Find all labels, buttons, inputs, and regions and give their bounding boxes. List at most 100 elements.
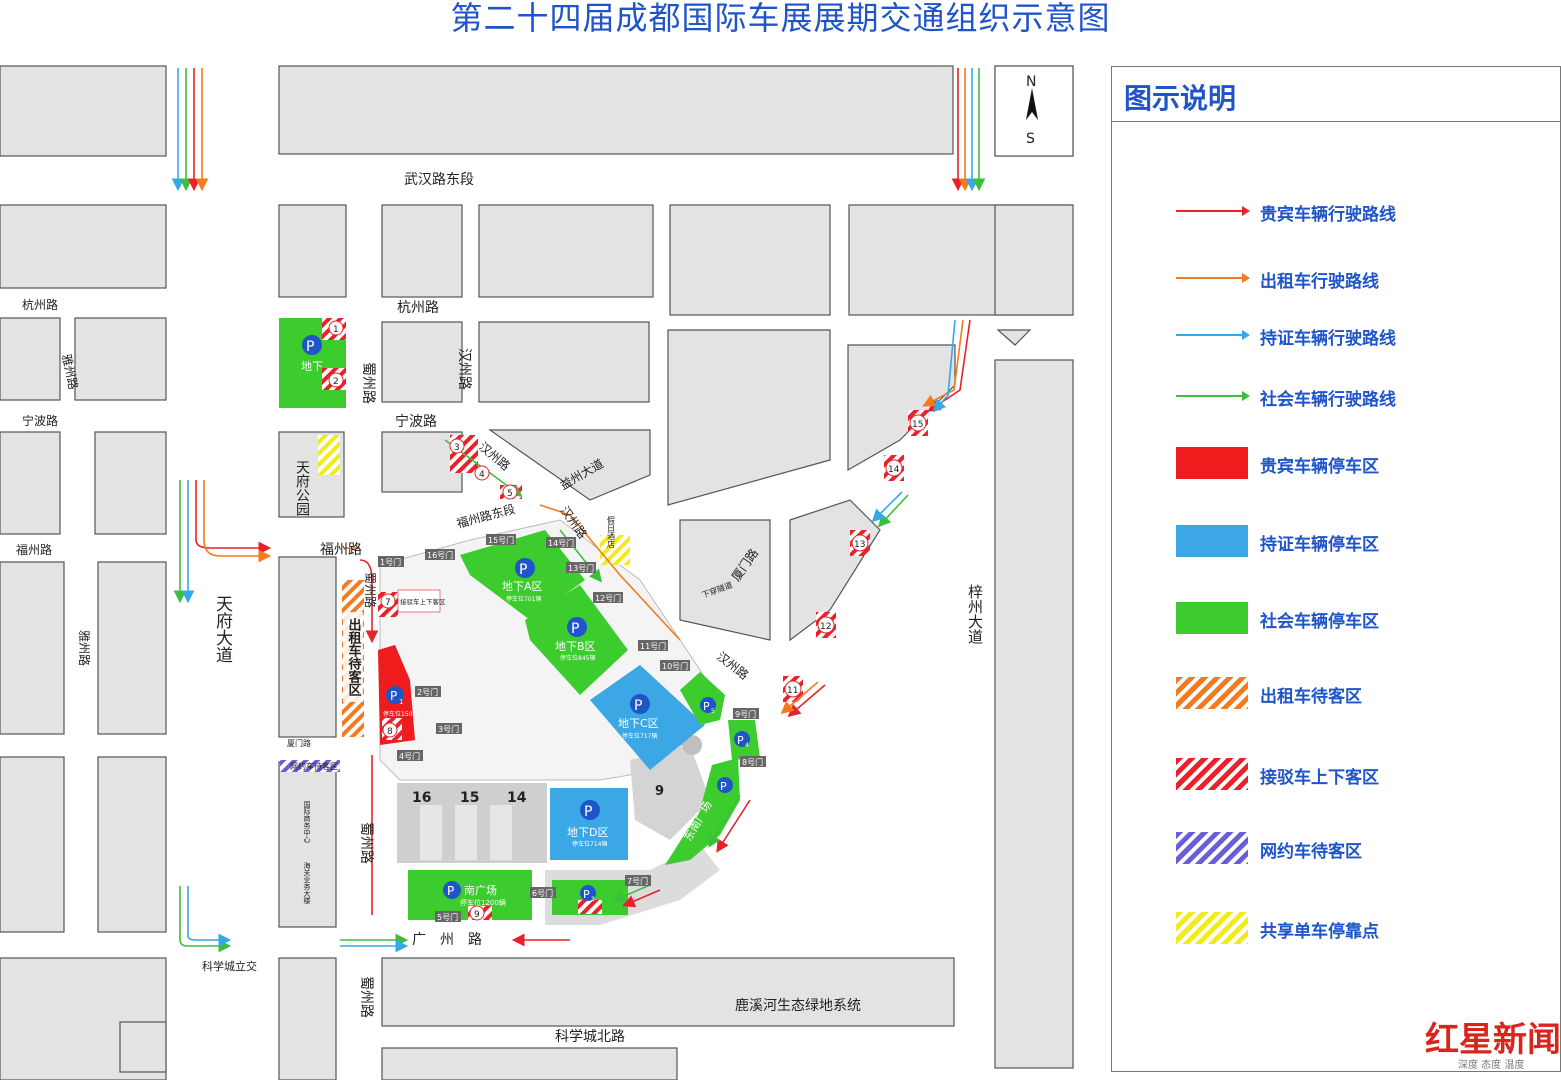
parking-p5 [680, 672, 725, 725]
svg-text:11: 11 [787, 686, 798, 696]
legend-panel: 图示说明 贵宾车辆行驶路线出租车行驶路线持证车辆行驶路线社会车辆行驶路线贵宾车辆… [1111, 66, 1561, 1072]
parking-south-p: P [447, 884, 454, 898]
svg-text:7: 7 [385, 598, 391, 608]
watermark-logo: 红星新闻 [1425, 1020, 1561, 1060]
svg-text:15: 15 [912, 420, 923, 430]
svg-text:4: 4 [479, 470, 485, 480]
shuttle-stop-2: 2 [328, 372, 344, 388]
svg-text:10号门: 10号门 [662, 661, 688, 671]
legend-hatch-swatch [1176, 912, 1248, 944]
road-xiamen-w: 厦门路 [287, 738, 311, 748]
shuttle-stop-1: 1 [328, 320, 344, 336]
legend-line-icon [1176, 273, 1250, 283]
road-shuzhou-4: 蜀州路 [358, 976, 374, 1018]
svg-text:1: 1 [333, 325, 339, 335]
road-yazhou-1: 雅州路 [59, 353, 81, 391]
gate-16: 16号门 [425, 549, 455, 560]
gate-labels: 1号门 2号门 3号门 4号门 5号门 6号门 7号门 8号门 9号门 10号门… [378, 534, 766, 922]
parking-south-name: 南广场 [464, 883, 497, 897]
parking-d-p: P [584, 804, 592, 820]
tianfu-park: 天府公园 [294, 460, 310, 516]
legend-item: 共享单车停靠点 [1176, 912, 1536, 944]
ridehail-zone-label: 网约车待客区 [290, 761, 338, 771]
parking-south-cap: 停车位1200辆 [460, 898, 506, 907]
svg-text:3号门: 3号门 [438, 724, 459, 734]
road-labels: 武汉路东段 杭州路 杭州路 宁波路 宁波路 福州路 福州路 福州路东段 雅州路 … [16, 172, 984, 1045]
svg-text:12号门: 12号门 [595, 593, 621, 603]
legend-solid-swatch [1176, 447, 1248, 479]
svg-text:5号门: 5号门 [437, 912, 458, 922]
road-kxc-north: 科学城北路 [555, 1029, 625, 1045]
road-fuzhou-east-seg: 福州路东段 [455, 501, 517, 531]
parking-b-name: 地下B区 [555, 640, 596, 653]
road-fuzhou-e: 福州路 [320, 542, 362, 558]
legend-line-icon [1176, 330, 1250, 340]
road-kxc-interchange: 科学城立交 [202, 959, 257, 973]
legend-label: 持证车辆停车区 [1260, 535, 1379, 555]
parking-p4-sub: 4 [745, 742, 749, 749]
bike-zone-north [318, 435, 340, 475]
legend-label: 贵宾车辆停车区 [1260, 457, 1379, 477]
parking-d-name: 地下D区 [567, 826, 608, 839]
route-lines [171, 68, 986, 953]
legend-item: 出租车待客区 [1176, 677, 1536, 709]
bike-zone-hotel [600, 535, 630, 565]
legend-hatch-swatch [1176, 677, 1248, 709]
svg-text:11号门: 11号门 [640, 641, 666, 651]
parking-a-p: P [519, 562, 527, 578]
parking-p5-sub: 5 [711, 708, 715, 715]
legend-hatch-swatch [1176, 758, 1248, 790]
parking-a-cap: 停车位701辆 [506, 595, 541, 603]
compass-box [994, 65, 1074, 157]
svg-text:1号门: 1号门 [380, 557, 401, 567]
shuttle-stop-9: 9 [469, 905, 485, 921]
gate-9: 9号门 [733, 708, 759, 719]
parking-p5-p: P [703, 700, 710, 713]
parking-b-p: P [571, 621, 579, 637]
road-fuzhou-w: 福州路 [16, 542, 52, 557]
legend-label: 持证车辆行驶路线 [1260, 329, 1396, 349]
svg-text:14号门: 14号门 [548, 538, 574, 548]
shuttle-zone-p3 [578, 900, 602, 914]
legend-label: 出租车行驶路线 [1260, 272, 1379, 292]
legend-line-icon [1176, 206, 1250, 216]
gate-14: 14号门 [546, 537, 576, 548]
svg-text:8: 8 [387, 727, 393, 737]
parking-area-b [525, 585, 628, 695]
hall-14: 14 [507, 790, 527, 806]
svg-text:5: 5 [507, 489, 513, 499]
north-arrow-icon [1026, 88, 1038, 120]
svg-text:7号门: 7号门 [627, 876, 648, 886]
legend-label: 贵宾车辆行驶路线 [1260, 205, 1396, 225]
gate-11: 11号门 [638, 640, 668, 651]
svg-text:13: 13 [854, 540, 865, 550]
gate-10: 10号门 [660, 660, 690, 671]
ridehail-waiting-zone [280, 760, 340, 772]
road-zizhou: 梓州大道 [966, 584, 984, 644]
legend-label: 社会车辆行驶路线 [1260, 390, 1396, 410]
gate-6: 6号门 [530, 887, 556, 898]
parking-east-plaza-p: P [720, 780, 727, 793]
svg-text:16号门: 16号门 [427, 550, 453, 560]
legend-item: 贵宾车辆停车区 [1176, 447, 1536, 479]
shuttle-stop-4: 4 [474, 465, 490, 481]
svg-text:9号门: 9号门 [735, 709, 756, 719]
svg-text:9: 9 [474, 910, 480, 920]
legend-item: 接驳车上下客区 [1176, 758, 1536, 790]
legend-line-icon [1176, 391, 1250, 401]
gate-3: 3号门 [436, 723, 462, 734]
gate-13: 13号门 [566, 562, 596, 573]
shuttle-stop-numbers: 1 2 3 4 5 7 8 9 11 12 13 14 15 [328, 320, 927, 921]
road-hangzhou-w: 杭州路 [22, 297, 58, 312]
road-yazhou-2: 雅州路 [77, 630, 92, 666]
legend-label: 共享单车停靠点 [1260, 922, 1379, 942]
parking-p3-sub: 3 [591, 896, 595, 903]
road-ningbo-e: 宁波路 [395, 413, 437, 430]
svg-text:13号门: 13号门 [568, 563, 594, 573]
legend-solid-swatch [1176, 602, 1248, 634]
svg-text:14: 14 [888, 465, 900, 475]
gate-15: 15号门 [486, 534, 516, 545]
parking-d-cap: 停车位714辆 [572, 840, 607, 848]
parking-c-p: P [634, 698, 642, 714]
customs-building: 海关业务大楼 [303, 861, 311, 905]
